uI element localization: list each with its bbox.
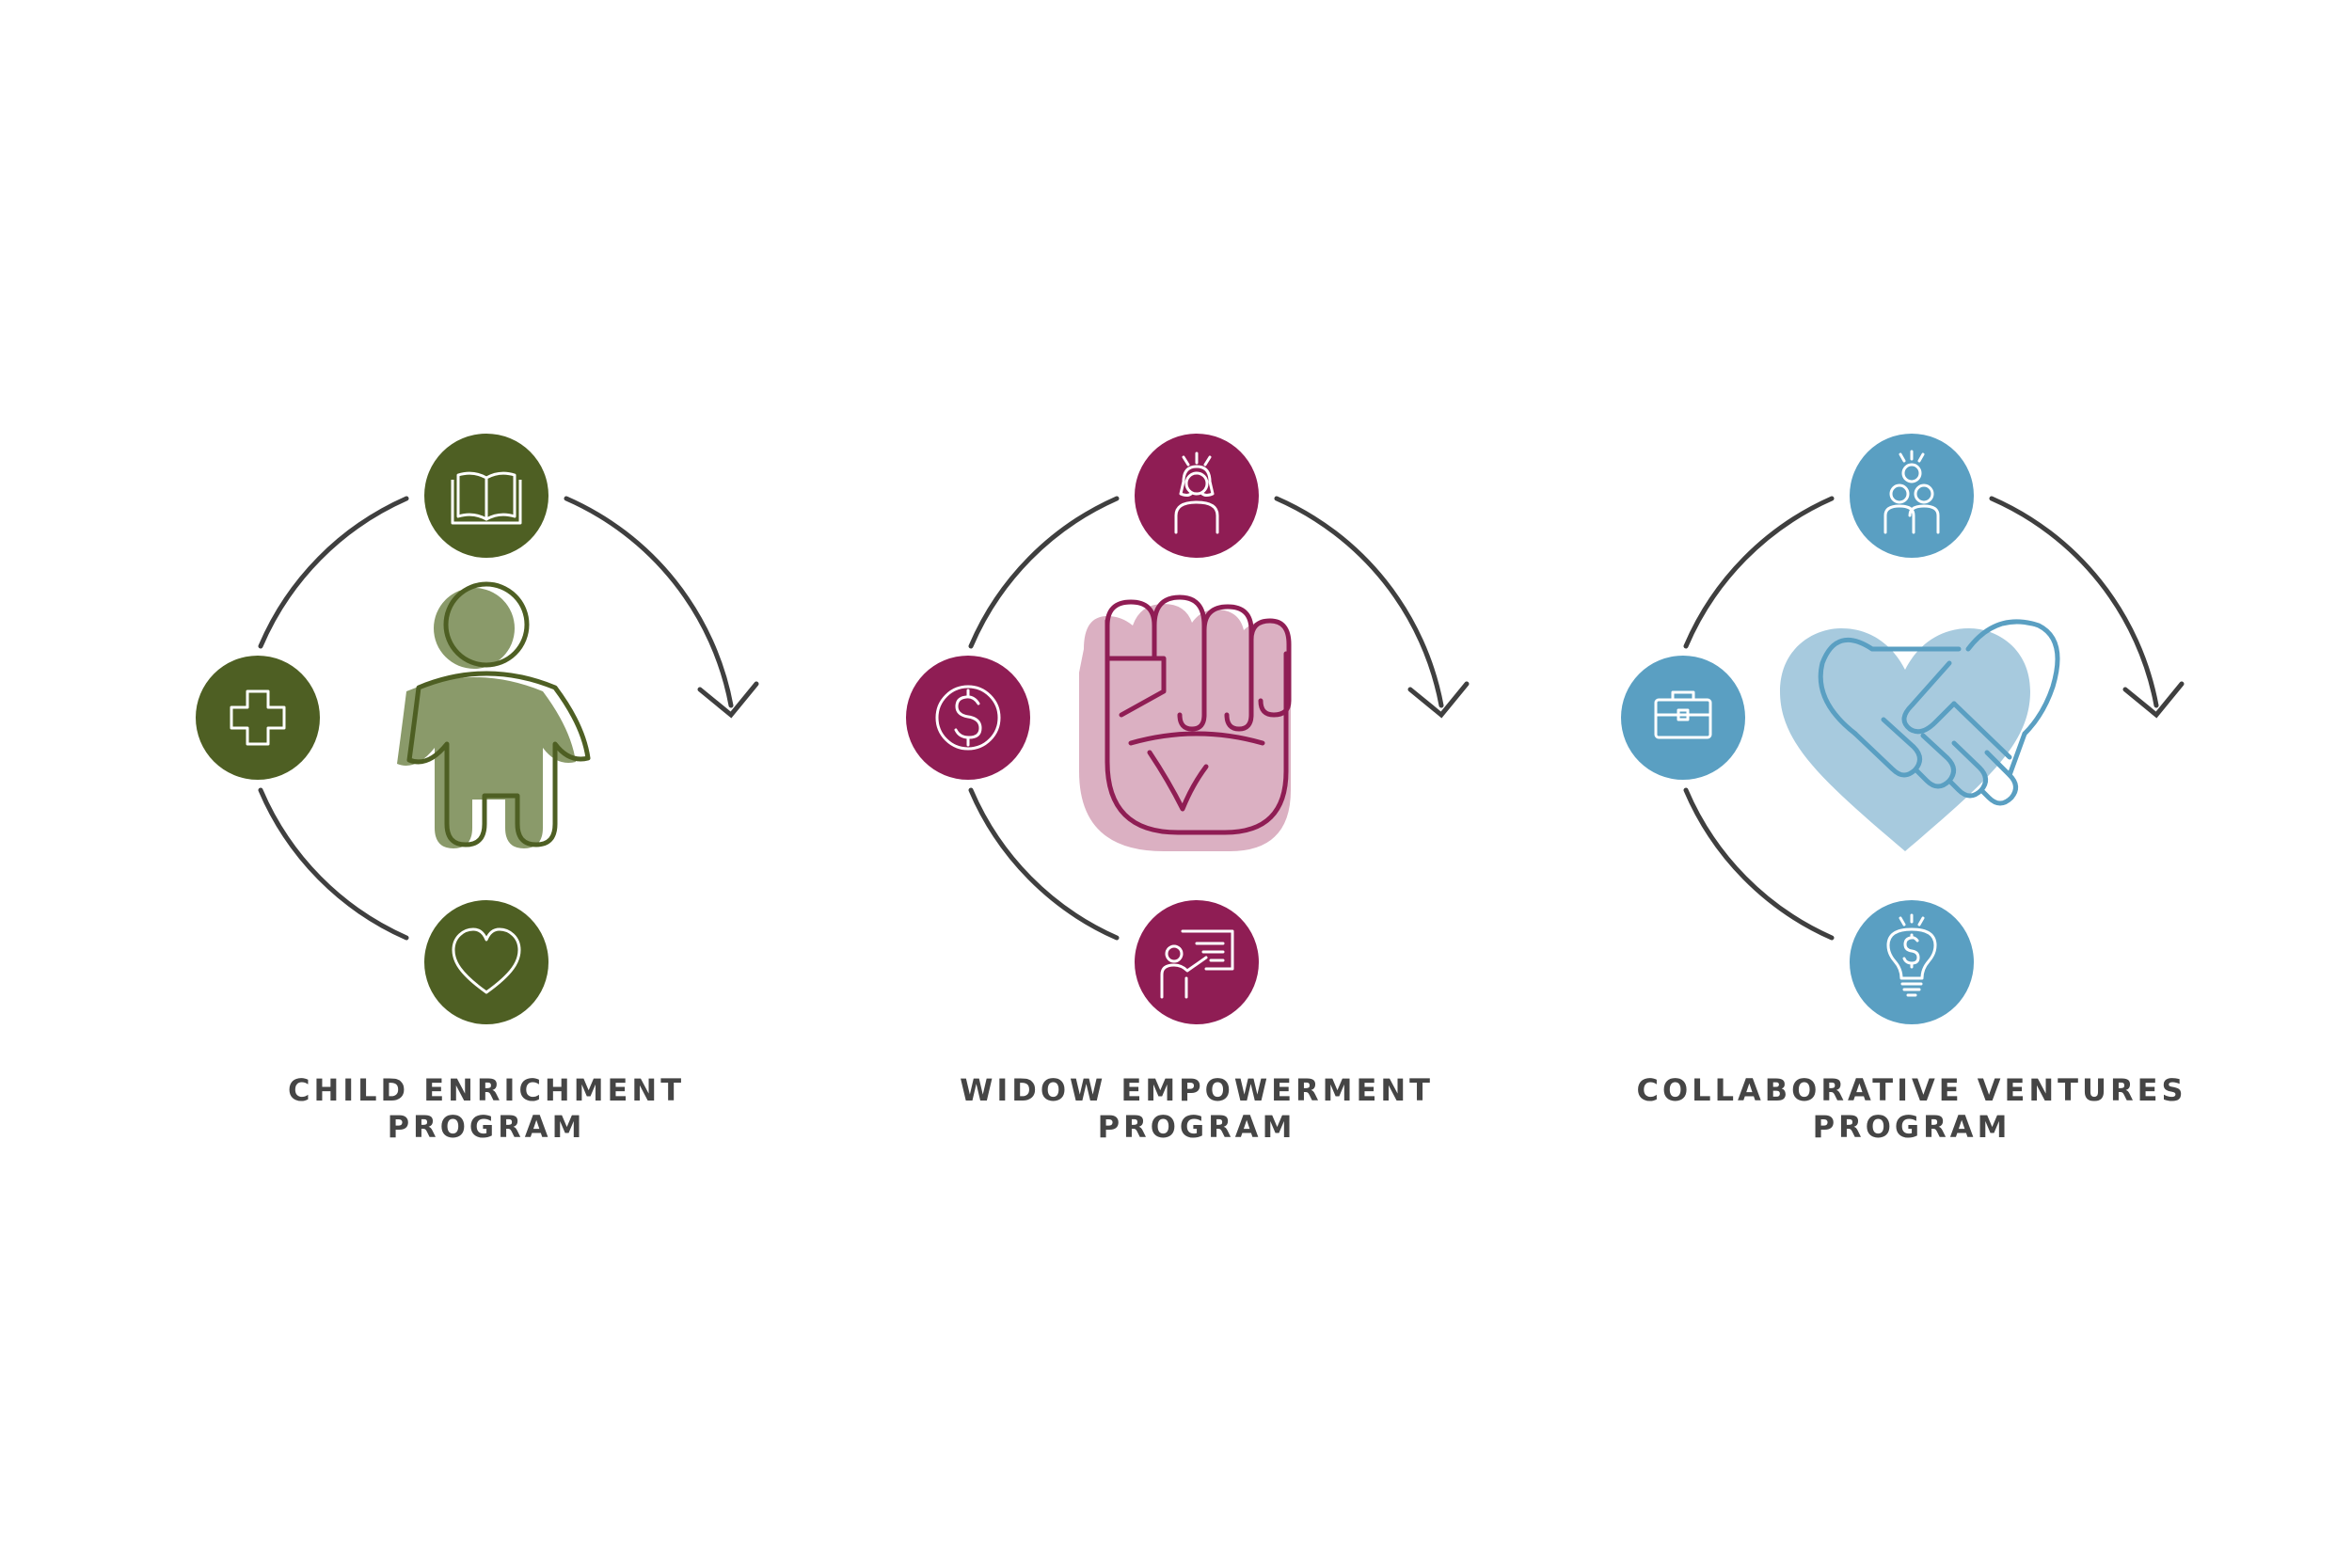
group-people-icon [1850,434,1974,558]
program-title-line-2: PROGRAM [387,1109,586,1145]
woman-icon [1135,434,1259,558]
collaborative-ventures-cycle-graphic [1621,434,2185,1024]
program-title-line-1: CHILD ENRICHMENT [287,1072,686,1108]
dollar-coin-icon [906,656,1030,780]
heart-icon [424,900,548,1024]
raised-fist-icon [1079,594,1292,851]
dollar-lightbulb-icon [1850,900,1974,1024]
program-title-line-1: COLLABORATIVE VENTURES [1636,1072,2187,1108]
teacher-presentation-icon [1135,900,1259,1024]
program-title: WIDOW EMPOWERMENT PROGRAM [839,1072,1554,1146]
child-enrichment-program: CHILD ENRICHMENT PROGRAM [129,0,844,1568]
collaborative-ventures-program: COLLABORATIVE VENTURES PROGRAM [1554,0,2269,1568]
program-title-line-1: WIDOW EMPOWERMENT [960,1072,1434,1108]
child-enrichment-cycle-graphic [196,434,759,1024]
child-figure-icon [397,581,591,848]
cycle-arc-arrow [968,496,1470,941]
cycle-arc-arrow [1683,496,2185,941]
medical-cross-icon [196,656,320,780]
widow-empowerment-cycle-graphic [906,434,1470,1024]
briefcase-icon [1621,656,1745,780]
program-title-line-2: PROGRAM [1812,1109,2011,1145]
cycle-arc-arrow [258,496,759,941]
handshake-heart-icon [1780,619,2060,851]
open-book-icon [424,434,548,558]
widow-empowerment-program: WIDOW EMPOWERMENT PROGRAM [839,0,1554,1568]
program-title-line-2: PROGRAM [1097,1109,1296,1145]
program-title: COLLABORATIVE VENTURES PROGRAM [1554,1072,2269,1146]
program-title: CHILD ENRICHMENT PROGRAM [129,1072,844,1146]
